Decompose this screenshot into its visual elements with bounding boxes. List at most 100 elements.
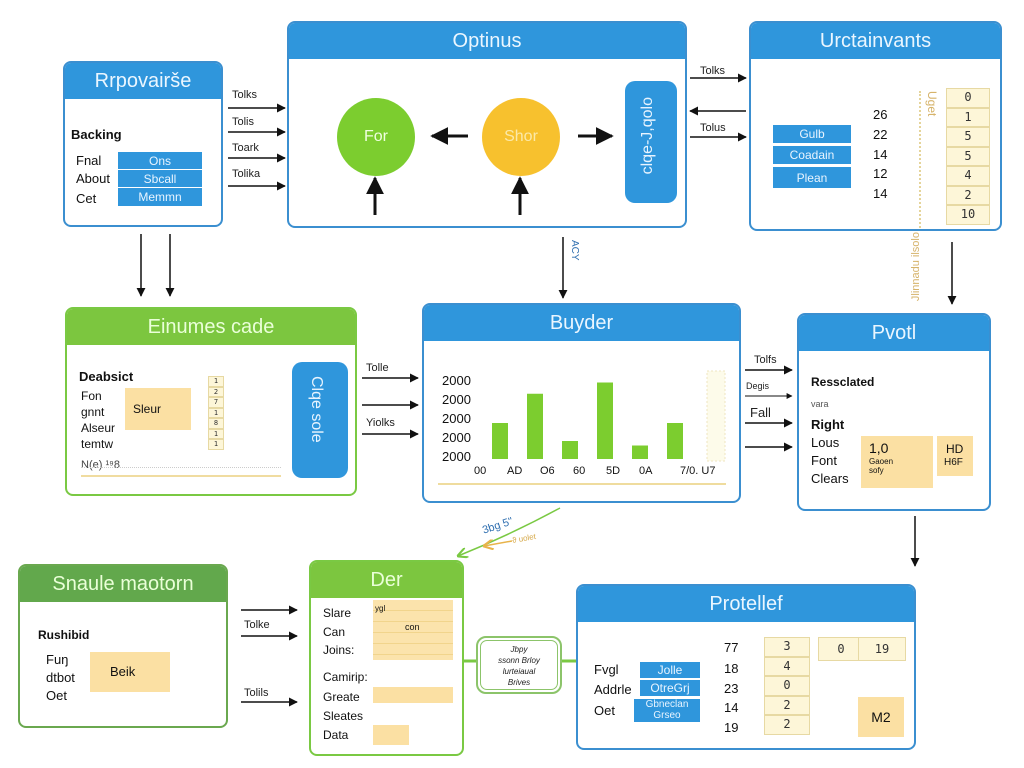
pill-label: Clqe sole	[308, 376, 325, 443]
box-value: 1,0	[869, 440, 889, 456]
node-pvotl[interactable]: Pvotl Ressclated vara Right Lous Font Cl…	[797, 313, 991, 511]
y-tick-label: 2000	[442, 449, 471, 464]
ruler-label: Uget	[925, 91, 939, 117]
row-value[interactable]: Sbcall	[118, 170, 202, 188]
list-item[interactable]: Gulb	[773, 125, 851, 144]
node-title: Buyder	[424, 305, 739, 341]
section-heading: Rushibid	[38, 628, 90, 642]
value: 19	[724, 720, 739, 735]
row-label: temtw	[81, 437, 114, 451]
node-rrpovairse[interactable]: Rrpovairše Backing Fnal About Cet Ons Sb…	[63, 61, 223, 227]
axis-label: N(e) ¹⁹8	[81, 459, 120, 471]
row-label: Can	[323, 625, 346, 639]
yellow-note[interactable]: Beik	[90, 652, 170, 692]
value: 22	[873, 127, 888, 142]
row-label: Camirip:	[323, 670, 368, 684]
value-box[interactable]: 1,0 Gaoen sofy	[861, 436, 933, 488]
node-title: Optinus	[289, 23, 685, 59]
section-heading: Backing	[71, 127, 122, 142]
table-cell: 5	[946, 127, 990, 147]
yellow-note[interactable]: Sleur	[125, 388, 191, 430]
bar	[597, 382, 613, 459]
section-heading: Ressclated	[811, 375, 875, 389]
vertical-pill[interactable]: Clqe sole	[292, 362, 348, 478]
edge-label: Tolfs	[754, 354, 777, 366]
edge-label: Degis	[746, 381, 770, 391]
dotted-ruler	[919, 91, 921, 229]
row-label: Slare	[323, 606, 352, 620]
note-text: Beik	[110, 664, 136, 679]
box-sub: Gaoen	[869, 457, 894, 466]
bar	[667, 423, 683, 459]
edge-label: ACY	[569, 240, 580, 261]
row-label: gnnt	[81, 405, 105, 419]
badge[interactable]: M2	[858, 697, 904, 737]
box-sub: sofy	[869, 466, 884, 475]
circle-node-yellow[interactable]: Shor	[482, 98, 560, 176]
edge-label: Tolils	[244, 687, 269, 699]
row-label: dtbot	[46, 670, 75, 685]
list-item[interactable]: Jolle	[640, 662, 700, 679]
input-box[interactable]	[373, 725, 409, 745]
table-cell: 1	[208, 376, 224, 387]
row-value[interactable]: Ons	[118, 152, 202, 170]
row-label: Greate	[323, 690, 360, 704]
y-tick-label: 2000	[442, 373, 471, 388]
value: 12	[873, 166, 888, 181]
list-item[interactable]: OtreGrj	[640, 680, 700, 697]
edge-label: Tolle	[366, 362, 389, 374]
x-tick-label: O6	[540, 465, 555, 477]
vertical-pill[interactable]: clqe-J,qolo	[625, 81, 677, 203]
value: 14	[724, 700, 739, 715]
connector-line: lurteiaual	[502, 667, 536, 676]
table-cell: 8	[208, 418, 224, 429]
y-tick-label: 2000	[442, 430, 471, 445]
row-label: Sleates	[323, 709, 364, 723]
row-label: Right	[811, 417, 845, 432]
table-cell: 3	[764, 637, 810, 657]
value-cell[interactable]: 19	[858, 637, 906, 661]
connector-line: Jbpy	[510, 645, 528, 654]
bar	[562, 441, 578, 459]
table-cell: 5	[946, 146, 990, 166]
node-protellef[interactable]: Protellef Fvgl Addrle Oet Jolle OtreGrj …	[576, 584, 916, 750]
node-urctainvants[interactable]: Urctainvants Gulb Coadain Plean 26 22 14…	[749, 21, 1002, 231]
list-item[interactable]: Coadain	[773, 146, 851, 165]
side-box[interactable]: HD H6F	[937, 436, 973, 476]
list-item[interactable]: Gbneclan Grseo	[634, 699, 700, 723]
node-einumes-cade[interactable]: Einumes cade Deabsict Fon gnnt Alseur te…	[65, 307, 357, 496]
row-value[interactable]: Memmn	[118, 188, 202, 207]
side-label: Jlinnadu ilsolo	[910, 232, 922, 302]
node-snaule-maotorn[interactable]: Snaule maotorn Rushibid Fuŋ dtbot Oet Be…	[18, 564, 228, 728]
node-optinus[interactable]: Optinus For Shor clqe-J,qolo	[287, 21, 687, 228]
input-box[interactable]	[373, 687, 453, 703]
pill-label: clqe-J,qolo	[639, 97, 656, 175]
connector-node[interactable]: Jbpy ssonn Brloy lurteiaual Brives	[476, 636, 562, 694]
edge-label: Tolis	[232, 116, 255, 128]
value: 26	[873, 107, 888, 122]
circle-node-green[interactable]: For	[337, 98, 415, 176]
lined-note[interactable]: ygl con	[373, 600, 453, 660]
list-item[interactable]: Plean	[773, 167, 851, 189]
row-label: Fon	[81, 389, 102, 403]
side-box-text: HD	[946, 442, 964, 456]
x-tick-label: AD	[507, 465, 522, 477]
value: 77	[724, 640, 739, 655]
row-label: Addrle	[594, 682, 632, 697]
table-cell: 7	[208, 397, 224, 408]
value-cell[interactable]: 0	[818, 637, 864, 661]
axis-line	[81, 475, 281, 477]
node-title: Der	[311, 562, 462, 598]
edge-label: 3bg 5"	[480, 515, 515, 537]
table-cell: 1	[208, 407, 224, 418]
connector-line: Brives	[507, 678, 531, 687]
table-cell: 4	[946, 166, 990, 186]
table-cell: 0	[764, 676, 810, 696]
y-tick-label: 2000	[442, 392, 471, 407]
edge-label: Tolus	[700, 122, 726, 134]
edge-label: Yiolks	[366, 417, 395, 429]
edge-label: Fall	[750, 405, 771, 420]
node-der[interactable]: Der Slare Can Joins: ygl con Camirip: Gr…	[309, 560, 464, 756]
